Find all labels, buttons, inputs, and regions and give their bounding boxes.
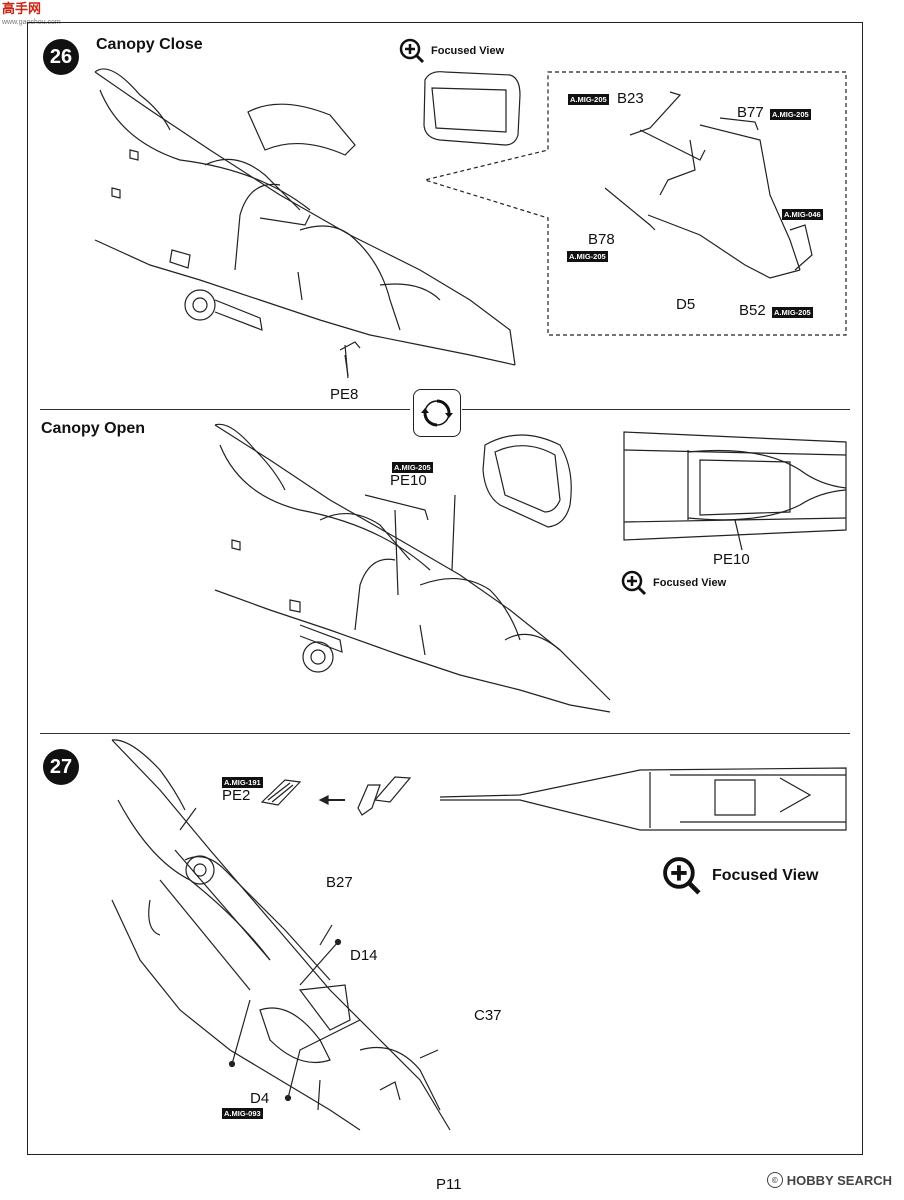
step-27-number: 27 xyxy=(43,749,79,785)
focused-view-label: Focused View xyxy=(712,867,819,884)
canopy-open-title: Canopy Open xyxy=(41,420,146,437)
page-frame xyxy=(27,22,863,1155)
part-d14: D14 xyxy=(350,947,378,964)
part-pe10: PE10 xyxy=(390,472,427,489)
page-number: P11 xyxy=(436,1176,462,1193)
open-canopy-drawing xyxy=(482,434,572,528)
mig-code-d4: A.MIG-093 xyxy=(222,1108,263,1119)
mig-code-pe10: A.MIG-205 xyxy=(392,462,433,473)
step27-focused-view: Focused View xyxy=(662,856,818,896)
open-detail-top-view xyxy=(623,431,847,551)
pe2-parts-drawing xyxy=(260,776,412,816)
part-pe2: PE2 xyxy=(222,787,251,804)
watermark: ©HOBBY SEARCH xyxy=(766,1172,892,1188)
mig-code-b77: A.MIG-205 xyxy=(770,109,811,120)
part-b27: B27 xyxy=(326,874,353,891)
mig-code-046: A.MIG-046 xyxy=(782,209,823,220)
magnifier-icon xyxy=(399,38,425,64)
magnifier-icon xyxy=(621,570,647,596)
divider-close-open-right xyxy=(462,409,850,410)
close-detail-parts xyxy=(604,91,813,279)
step-26-number: 26 xyxy=(43,39,79,75)
mig-code-b78: A.MIG-205 xyxy=(567,251,608,262)
rotate-icon xyxy=(413,389,461,437)
divider-step26-27 xyxy=(40,733,850,734)
open-focused-view: Focused View xyxy=(621,570,726,596)
part-pe10-detail: PE10 xyxy=(713,551,750,568)
open-fuselage-drawing xyxy=(214,423,611,713)
part-b23: B23 xyxy=(617,90,644,107)
canopy-close-title: Canopy Close xyxy=(96,36,203,53)
focused-view-label: Focused View xyxy=(431,45,505,57)
magnifier-icon xyxy=(663,857,701,895)
close-fuselage-drawing xyxy=(94,68,516,379)
hobby-search-icon: © xyxy=(766,1172,783,1188)
part-pe8: PE8 xyxy=(330,386,359,403)
part-b78: B78 xyxy=(588,231,615,248)
focused-view-label: Focused View xyxy=(653,577,727,589)
part-d4: D4 xyxy=(250,1090,270,1107)
close-focused-view: Focused View xyxy=(399,38,504,64)
close-detail-box xyxy=(422,71,847,336)
divider-close-open-left xyxy=(40,409,410,410)
mig-code-pe2: A.MIG-191 xyxy=(222,777,263,788)
step27-nose-top-view xyxy=(439,767,847,831)
part-b52: B52 xyxy=(739,302,766,319)
part-b77: B77 xyxy=(737,104,764,121)
close-canopy-frame-drawing xyxy=(423,71,521,146)
step27-fuselage-drawing xyxy=(111,739,451,1131)
mig-code-b23: A.MIG-205 xyxy=(568,94,609,105)
mig-code-b52: A.MIG-205 xyxy=(772,307,813,318)
part-d5: D5 xyxy=(676,296,696,313)
step27-leaders xyxy=(179,807,439,1102)
part-c37: C37 xyxy=(474,1007,502,1024)
watermark-text: HOBBY SEARCH xyxy=(786,1172,892,1188)
pe8-leader xyxy=(344,354,349,377)
